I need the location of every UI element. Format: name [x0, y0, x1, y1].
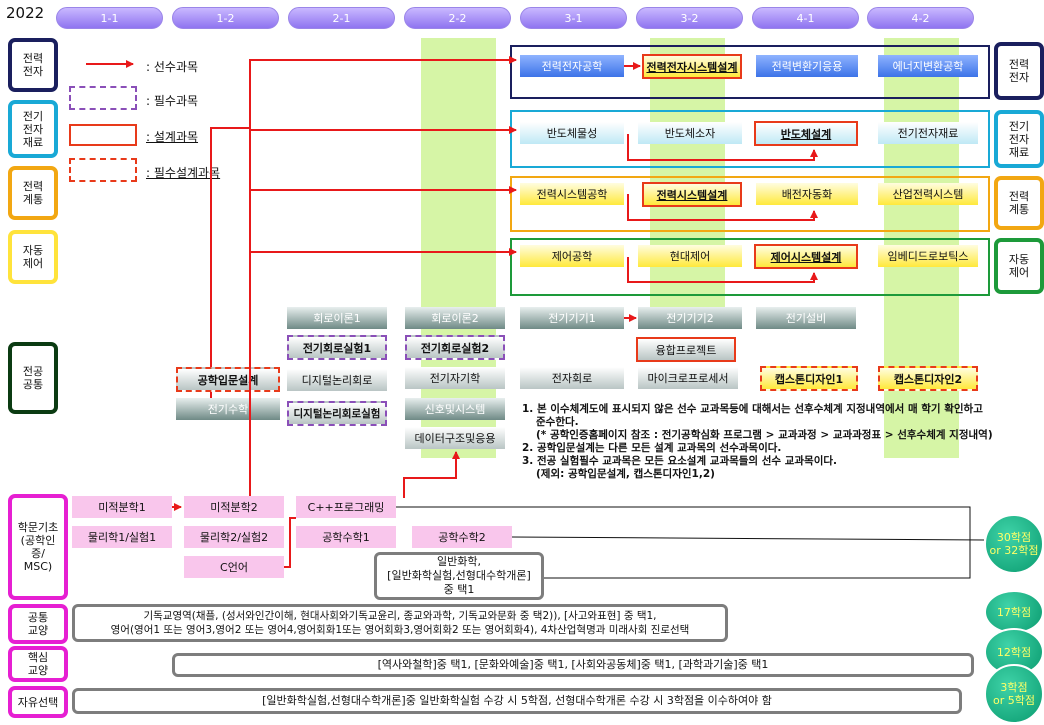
course-power-electronics: 전력전자공학 — [520, 55, 624, 77]
course-engineering-math-2: 공학수학2 — [412, 526, 512, 548]
course-calculus-1: 미적분학1 — [72, 496, 172, 518]
semester-4-2: 4-2 — [867, 7, 974, 29]
course-modern-control: 현대제어 — [638, 245, 742, 267]
track-frame-power-electronics — [510, 45, 990, 99]
notes: 1. 본 이수체계도에 표시되지 않은 선수 교과목등에 대해서는 선후수체계 … — [522, 403, 1027, 481]
track-frame-power-system — [510, 176, 990, 232]
course-circuit-theory-1: 회로이론1 — [287, 307, 387, 329]
course-power-system-design: 전력시스템설계 — [642, 182, 742, 207]
course-digital-logic-lab: 디지털논리회로실험 — [287, 401, 387, 426]
course-electrical-materials: 전기전자재료 — [878, 122, 978, 144]
legend-required-design-sample — [69, 158, 137, 182]
course-semiconductor-devices: 반도체소자 — [638, 122, 742, 144]
course-fusion-project: 융합프로젝트 — [636, 337, 736, 362]
right-lane-control: 자동 제어 — [994, 238, 1044, 294]
course-control-engineering: 제어공학 — [520, 245, 624, 267]
course-electronic-circuit: 전자회로 — [520, 367, 624, 389]
course-signals-systems: 신호및시스템 — [405, 398, 505, 420]
course-c-language: C언어 — [184, 556, 284, 578]
legend-design-label: : 설계과목 — [146, 130, 199, 144]
lane-control: 자동 제어 — [8, 230, 58, 284]
course-intro-engineering-design: 공학입문설계 — [176, 367, 280, 392]
lane-major-common: 전공 공통 — [8, 342, 58, 414]
course-microprocessor: 마이크로프로세서 — [638, 367, 738, 389]
general-education-box: 기독교영역(채플, (성서와인간이해, 현대사회와기독교윤리, 종교와과학, 기… — [72, 604, 728, 642]
course-circuit-lab-2: 전기회로실험2 — [405, 335, 505, 360]
course-electrical-math: 전기수학 — [176, 398, 280, 420]
course-cpp-programming: C++프로그래밍 — [296, 496, 396, 518]
right-lane-power-system: 전력 계통 — [994, 176, 1044, 230]
course-electric-machine-1: 전기기기1 — [520, 307, 624, 329]
note-line: (제외: 공학입문설계, 캡스톤디자인1,2) — [536, 468, 715, 480]
core-education-box: [역사와철학]중 택1, [문화와예술]중 택1, [사회와공동체]중 택1, … — [172, 653, 974, 677]
course-physics-1: 물리학1/실험1 — [72, 526, 172, 548]
course-electromagnetics: 전기자기학 — [405, 367, 505, 389]
semester-1-1: 1-1 — [56, 7, 163, 29]
semester-4-1: 4-1 — [752, 7, 859, 29]
track-frame-materials — [510, 110, 990, 168]
semester-2-2: 2-2 — [404, 7, 511, 29]
lane-basic: 학문기초 (공학인증/ MSC) — [8, 494, 68, 600]
year-label: 2022 — [6, 4, 45, 22]
course-electric-facility: 전기설비 — [756, 307, 856, 329]
legend-prereq-label: : 선수과목 — [146, 60, 199, 74]
legend-required-label: : 필수과목 — [146, 94, 199, 108]
course-power-conversion-application: 전력변환기응용 — [756, 55, 858, 77]
note-line: (* 공학인증홈페이지 참조 : 전기공학심화 프로그램 > 교과과정 > 교과… — [536, 429, 993, 441]
course-circuit-theory-2: 회로이론2 — [405, 307, 505, 329]
lane-power-electronics: 전력 전자 — [8, 38, 58, 92]
legend-required-design-label: : 필수설계과목 — [146, 166, 221, 180]
note-line: 1. 본 이수체계도에 표시되지 않은 선수 교과목등에 대해서는 선후수체계 … — [522, 403, 983, 415]
track-frame-control — [510, 238, 990, 296]
semester-1-2: 1-2 — [172, 7, 279, 29]
course-capstone-design-2: 캡스톤디자인2 — [878, 366, 978, 391]
note-line: 2. 공학입문설계는 다른 모든 설계 교과목의 선수과목이다. — [522, 442, 782, 454]
course-electric-machine-2: 전기기기2 — [638, 307, 742, 329]
course-control-system-design: 제어시스템설계 — [754, 244, 858, 269]
course-energy-conversion: 에너지변환공학 — [878, 55, 978, 77]
course-digital-logic: 디지털논리회로 — [287, 369, 387, 391]
semester-2-1: 2-1 — [288, 7, 395, 29]
credit-badge-general: 17학점 — [984, 590, 1044, 634]
lane-core: 핵심 교양 — [8, 646, 68, 682]
lane-power-system: 전력 계통 — [8, 166, 58, 220]
credit-badge-free: 3학점 or 5학점 — [984, 664, 1044, 724]
course-semiconductor-physics: 반도체물성 — [520, 122, 624, 144]
course-power-system-engineering: 전력시스템공학 — [520, 183, 624, 205]
right-lane-power-electronics: 전력 전자 — [994, 42, 1044, 100]
course-power-electronics-system-design: 전력전자시스템설계 — [642, 54, 742, 79]
course-embedded-robotics: 임베디드로보틱스 — [878, 245, 978, 267]
course-semiconductor-design: 반도체설계 — [754, 121, 858, 146]
course-distribution-automation: 배전자동화 — [756, 183, 858, 205]
right-lane-materials: 전기 전자 재료 — [994, 110, 1044, 168]
course-physics-2: 물리학2/실험2 — [184, 526, 284, 548]
credit-badge-basic: 30학점 or 32학점 — [984, 514, 1044, 574]
lane-free: 자유선택 — [8, 686, 68, 718]
course-capstone-design-1: 캡스톤디자인1 — [760, 366, 858, 391]
lane-general: 공통 교양 — [8, 604, 68, 644]
course-general-chemistry-box: 일반화학, [일반화학실험,선형대수학개론] 중 택1 — [374, 552, 544, 600]
course-calculus-2: 미적분학2 — [184, 496, 284, 518]
semester-3-2: 3-2 — [636, 7, 743, 29]
free-elective-box: [일반화학실험,선형대수학개론]중 일반화학실험 수강 시 5학점, 선형대수학… — [72, 688, 962, 714]
lane-materials: 전기 전자 재료 — [8, 100, 58, 158]
legend-required-sample — [69, 86, 137, 110]
course-industrial-power-system: 산업전력시스템 — [878, 183, 978, 205]
note-line: 준수한다. — [536, 416, 579, 428]
note-line: 3. 전공 실험필수 교과목은 모든 요소설계 교과목들의 선수 교과목이다. — [522, 455, 838, 467]
legend-design-sample — [69, 124, 137, 146]
semester-3-1: 3-1 — [520, 7, 627, 29]
course-data-structures: 데이터구조및응용 — [405, 427, 505, 449]
course-engineering-math-1: 공학수학1 — [296, 526, 396, 548]
course-circuit-lab-1: 전기회로실험1 — [287, 335, 387, 360]
